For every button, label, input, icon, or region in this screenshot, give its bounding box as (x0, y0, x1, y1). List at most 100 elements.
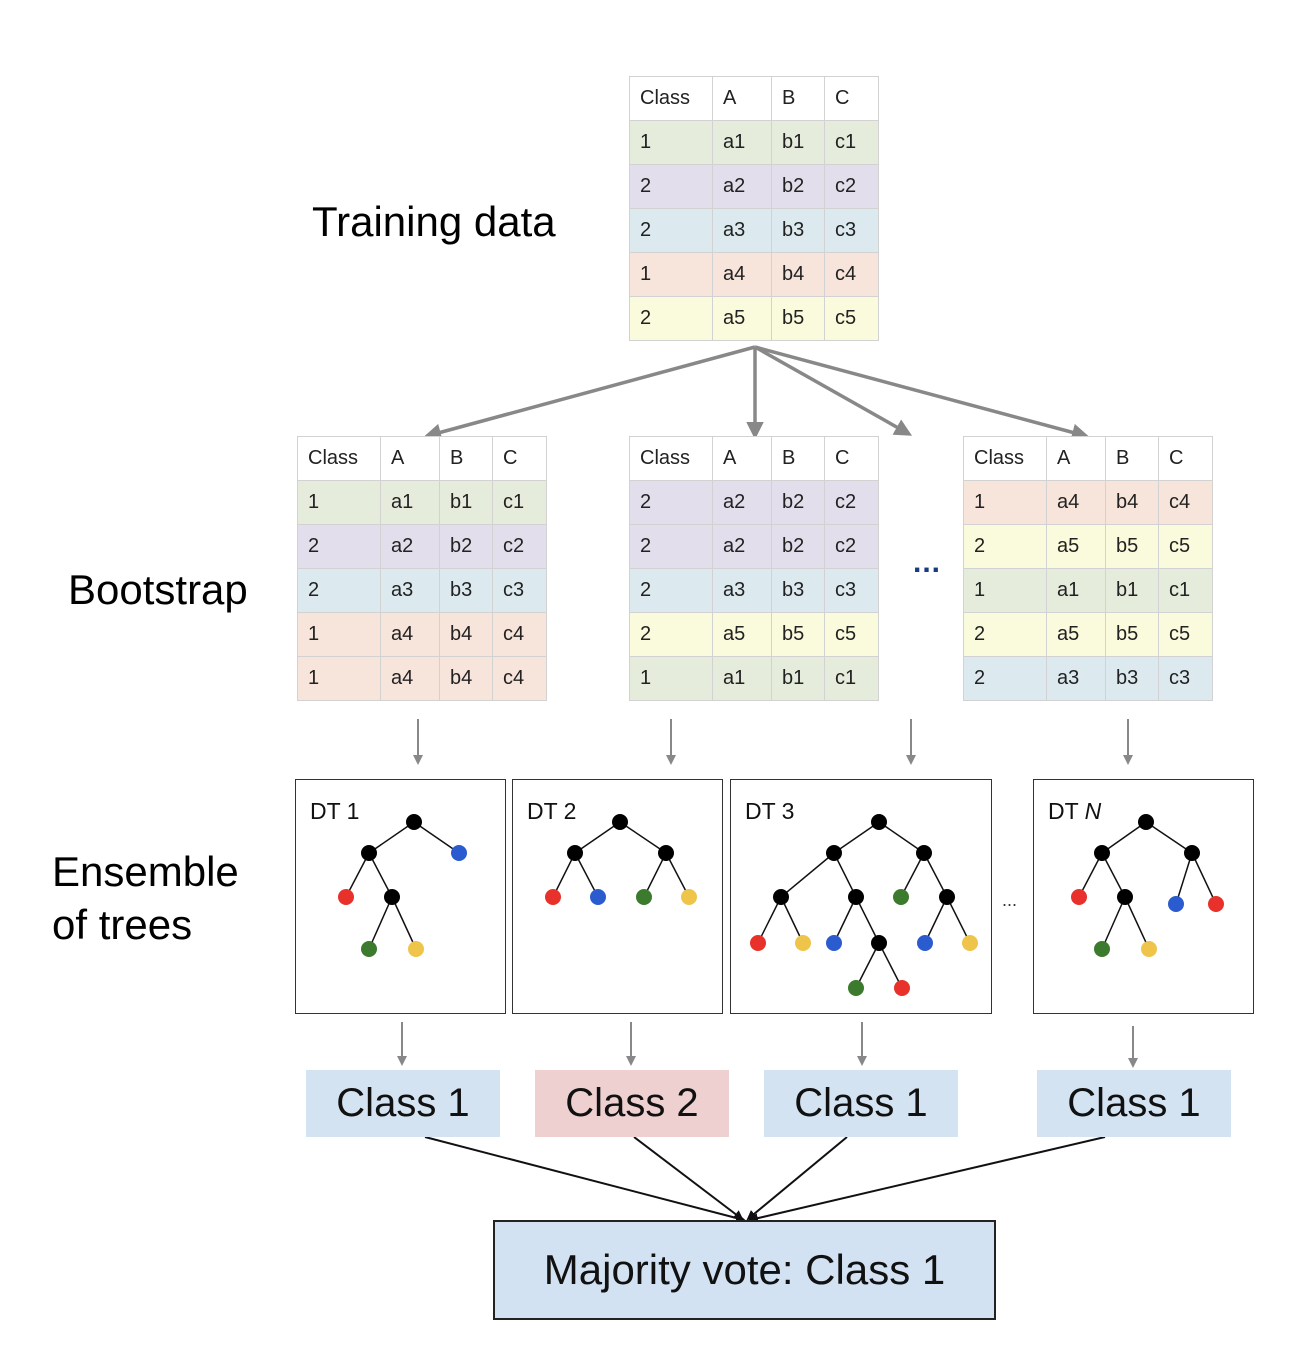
table-cell: 1 (629, 656, 713, 701)
table-cell: b2 (771, 164, 825, 209)
table-cell: a5 (712, 612, 772, 657)
arrow-training-to-bootstrap-ellipsis (754, 345, 913, 436)
tree-node (1094, 845, 1110, 861)
table-cell: c5 (1158, 612, 1213, 657)
tree-title-2-text: DT 2 (527, 798, 577, 824)
tree-leaf-blue (826, 935, 842, 951)
table-cell: a4 (712, 252, 772, 297)
table-cell: c2 (824, 524, 879, 569)
tree-title-n-suffix: N (1084, 798, 1102, 824)
tree-n-result: Class 1 (1037, 1070, 1231, 1137)
tree-title-3: DT 3 (745, 798, 794, 825)
table-header-cell: A (712, 436, 772, 481)
table-cell: c2 (824, 164, 879, 209)
table-cell: b2 (439, 524, 493, 569)
table-cell: 2 (297, 568, 381, 613)
tree-title-1: DT 1 (310, 798, 359, 825)
table-cell: a4 (380, 612, 440, 657)
table-cell: 2 (963, 524, 1047, 569)
table-cell: a3 (712, 568, 772, 613)
tree-leaf-green (361, 941, 377, 957)
table-cell: c3 (492, 568, 547, 613)
table-header-cell: B (439, 436, 493, 481)
tree-node (384, 889, 400, 905)
decision-tree-n: DT N (1033, 779, 1254, 1014)
training-data-label: Training data (312, 198, 556, 245)
tree-node (826, 845, 842, 861)
table-cell: 2 (963, 612, 1047, 657)
tree-node (612, 814, 628, 830)
tree-title-1-text: DT 1 (310, 798, 360, 824)
table-header-cell: Class (297, 436, 381, 481)
table-cell: b4 (439, 656, 493, 701)
tree-leaf-red (750, 935, 766, 951)
table-cell: 2 (629, 568, 713, 613)
arrow-result2-to-vote (633, 1136, 744, 1221)
table-cell: a2 (712, 480, 772, 525)
tree-leaf-red (1208, 896, 1224, 912)
table-header-cell: C (492, 436, 547, 481)
table-cell: a2 (380, 524, 440, 569)
table-cell: a2 (712, 524, 772, 569)
tree-node (1117, 889, 1133, 905)
table-cell: a1 (380, 480, 440, 525)
table-cell: c1 (1158, 568, 1213, 613)
tree-leaf-blue (451, 845, 467, 861)
table-header-cell: C (824, 436, 879, 481)
table-cell: b4 (771, 252, 825, 297)
table-cell: 2 (629, 296, 713, 341)
tree-node (773, 889, 789, 905)
table-cell: b3 (439, 568, 493, 613)
table-cell: a3 (712, 208, 772, 253)
table-cell: b2 (771, 524, 825, 569)
tree-node (1184, 845, 1200, 861)
majority-vote-box: Majority vote: Class 1 (493, 1220, 996, 1320)
tree-node (567, 845, 583, 861)
table-cell: 1 (297, 612, 381, 657)
arrow-training-to-bootstrap-1 (423, 345, 756, 441)
tree-leaf-green (636, 889, 652, 905)
arrow-training-to-bootstrap-n (754, 345, 1090, 441)
table-cell: a4 (1046, 480, 1106, 525)
tree-leaf-blue (917, 935, 933, 951)
tree-title-n: DT N (1048, 798, 1101, 825)
table-cell: a1 (712, 120, 772, 165)
tree-graph-2 (545, 814, 697, 905)
table-header-cell: A (712, 76, 772, 121)
tree-node (848, 889, 864, 905)
table-cell: a3 (1046, 656, 1106, 701)
table-cell: b1 (439, 480, 493, 525)
tree-node (658, 845, 674, 861)
table-cell: 1 (297, 656, 381, 701)
tree-leaf-blue (590, 889, 606, 905)
tree-node (916, 845, 932, 861)
table-header-cell: Class (963, 436, 1047, 481)
tree-title-3-text: DT 3 (745, 798, 795, 824)
table-header-cell: Class (629, 76, 713, 121)
table-cell: 1 (963, 480, 1047, 525)
table-header-cell: C (824, 76, 879, 121)
table-cell: c4 (824, 252, 879, 297)
table-cell: c4 (492, 612, 547, 657)
table-cell: b2 (771, 480, 825, 525)
decision-tree-2: DT 2 (512, 779, 723, 1014)
tree-leaf-blue (1168, 896, 1184, 912)
tree-leaf-green (1094, 941, 1110, 957)
table-header-cell: B (1105, 436, 1159, 481)
table-header-cell: B (771, 76, 825, 121)
bootstrap-ellipsis: ... (913, 546, 942, 579)
table-header-cell: C (1158, 436, 1213, 481)
ensemble-label-line1: Ensemble (52, 848, 239, 895)
table-cell: c3 (1158, 656, 1213, 701)
